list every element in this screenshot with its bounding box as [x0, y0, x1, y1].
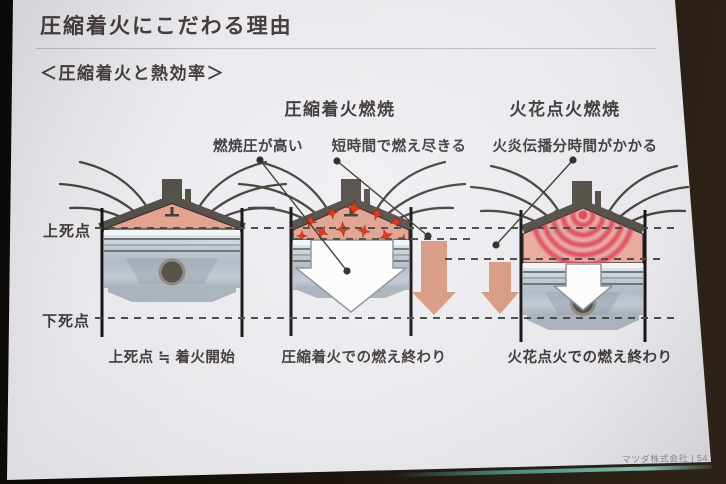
leader-dots — [256, 156, 577, 275]
piston-downforce-arrow-icon — [553, 263, 613, 311]
axis-label-tdc: 上死点 — [43, 223, 92, 240]
burn-end-stroke-arrow-icon — [412, 241, 456, 315]
engine-compression-ignition-burn-end — [237, 160, 467, 336]
axis-label-bdc: 下死点 — [42, 313, 91, 330]
spark-plug-icon — [341, 179, 361, 212]
electrode — [165, 214, 179, 217]
column-header-compression-ignition: 圧縮着火燃焼 — [284, 100, 396, 119]
caption-compression-burn-end: 圧縮着火での燃え終わり — [281, 350, 447, 366]
page-title: 圧縮着火にこだわる理由 — [40, 15, 293, 38]
caption-spark-burn-end: 火花点火での燃え終わり — [507, 350, 673, 366]
column-header-spark-ignition: 火花点火燃焼 — [509, 100, 621, 119]
electrode — [344, 214, 358, 217]
annotation-flame-propagation-time: 火炎伝播分時間がかかる — [492, 139, 658, 155]
spark-plug-terminal — [595, 191, 601, 216]
footer-company-page: マツダ株式会社 | 54 — [621, 453, 709, 465]
engine-compression-ignition-start — [58, 160, 288, 337]
engine-spark-ignition-burn-end — [469, 164, 690, 342]
intake-exhaust-port-lines — [58, 160, 288, 226]
electrode — [349, 208, 353, 216]
reference-dashed-lines — [95, 227, 678, 319]
annotation-high-pressure: 燃焼圧が高い — [213, 139, 303, 155]
section-heading: ＜圧縮着火と熱効率＞ — [40, 64, 225, 83]
annotation-leader-lines — [259, 159, 574, 272]
annotation-short-burn: 短時間で燃え尽きる — [331, 139, 467, 155]
intake-exhaust-port-lines — [469, 164, 690, 229]
spark-plug-icon — [162, 179, 182, 212]
piston — [104, 230, 240, 302]
title-divider — [36, 48, 656, 49]
piston-downforce-arrow-icon — [295, 239, 407, 313]
valve-seat — [541, 209, 561, 224]
electrode — [170, 207, 174, 216]
burn-end-stroke-arrow-icon — [481, 262, 519, 314]
flame-kernel — [578, 210, 588, 220]
spark-plug-icon — [572, 181, 592, 214]
valve-seat — [309, 207, 329, 221]
spark-plug-terminal — [185, 189, 191, 214]
valve-seat — [605, 209, 625, 224]
spark-plug-terminal — [364, 189, 370, 214]
intake-exhaust-port-lines — [237, 160, 467, 226]
caption-ignition-start: 上死点 ≒ 着火開始 — [108, 350, 236, 366]
